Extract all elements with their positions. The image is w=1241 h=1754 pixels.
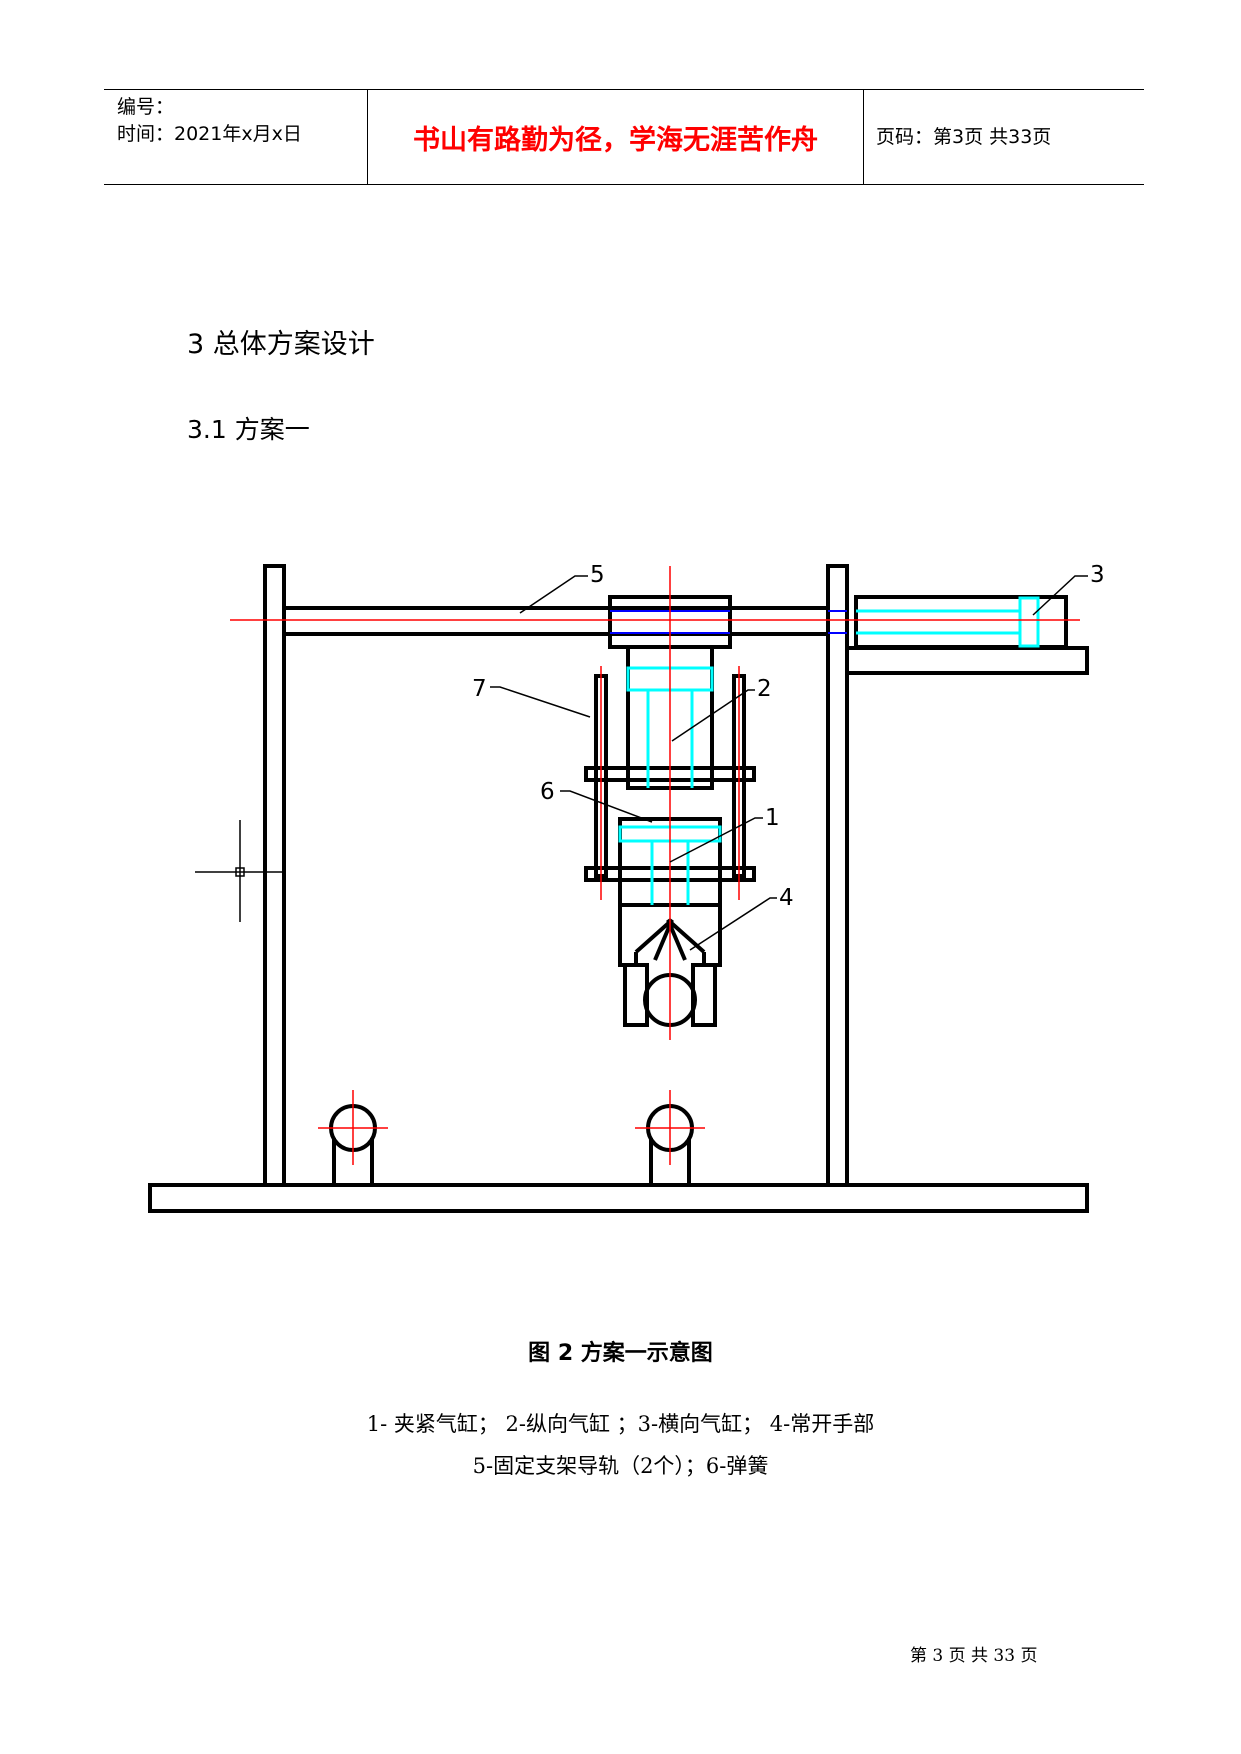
transverse-cylinder — [854, 595, 1068, 649]
figure-caption: 图 2 方案一示意图 — [528, 1341, 713, 1366]
left-post — [263, 564, 286, 1187]
hand-right-finger — [666, 918, 706, 961]
figure-legend-line1: 1- 夹紧气缸； 2-纵向气缸 ；3-横向气缸； 4-常开手部 — [366, 1412, 875, 1436]
label-2: 2 — [757, 676, 772, 702]
label-4: 4 — [779, 885, 794, 911]
cylinder-bracket — [845, 646, 1089, 675]
time-text: 时间：2021年x月x日 — [117, 123, 302, 145]
label-1: 1 — [765, 805, 780, 831]
header-left-cell: 编号： 时间：2021年x月x日 — [104, 90, 368, 184]
label-3: 3 — [1090, 562, 1105, 588]
hand-left-finger — [634, 918, 674, 961]
header-middle-cell: 书山有路勤为径，学海无涯苦作舟 — [368, 90, 864, 184]
hand-left-arm — [618, 905, 638, 967]
section-heading: 3 总体方案设计 — [187, 329, 375, 360]
right-post — [826, 564, 849, 1187]
label-6: 6 — [540, 779, 555, 805]
workpiece-right-stand — [649, 1138, 691, 1185]
page-text: 页码：第3页 共33页 — [876, 126, 1052, 148]
page-footer: 第 3 页 共 33 页 — [910, 1646, 1038, 1666]
section-subheading: 3.1 方案一 — [187, 415, 310, 444]
motto: 书山有路勤为径，学海无涯苦作舟 — [413, 125, 818, 156]
label-7: 7 — [472, 676, 487, 702]
workpiece-left-stand — [332, 1138, 374, 1185]
base-plate — [148, 1183, 1089, 1213]
label-5: 5 — [590, 562, 605, 588]
header-table: 编号： 时间：2021年x月x日 书山有路勤为径，学海无涯苦作舟 页码：第3页 … — [104, 89, 1144, 185]
number-label: 编号： — [117, 96, 175, 118]
figure-legend-line2: 5-固定支架导轨（2个）；6-弹簧 — [472, 1454, 769, 1478]
header-right-cell: 页码：第3页 共33页 — [864, 90, 1144, 184]
